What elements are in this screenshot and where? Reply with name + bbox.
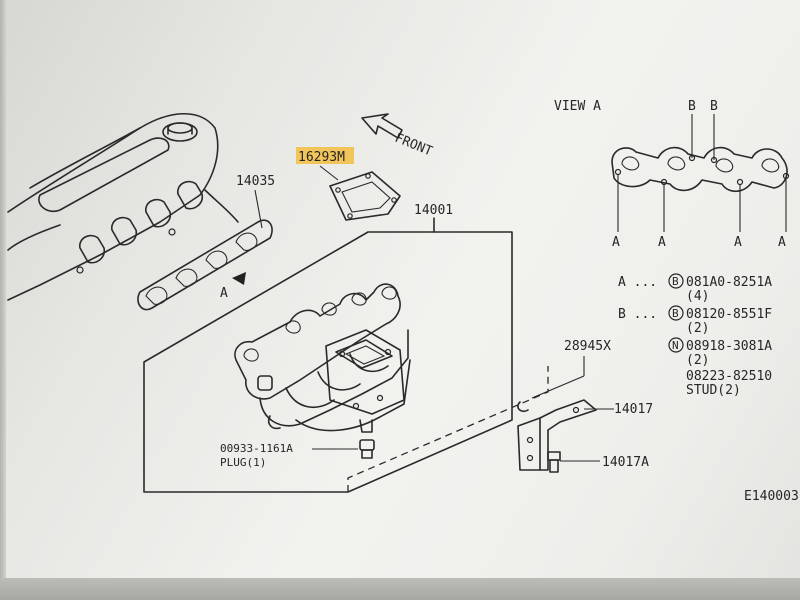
legend-b-part: 08120-8551F [686,307,772,322]
view-a-gasket [611,146,790,193]
bracket [517,399,597,471]
view-a-b2: B [710,99,718,114]
legend-n-circle: N [672,339,679,352]
view-a-a3: A [734,235,742,250]
label-a-marker: A [220,286,228,301]
label-plug-number: 00933-1161A [220,442,293,455]
cylinder-head [7,112,239,301]
label-16293m: 16293M [298,150,345,165]
monitor-bottom-bezel [0,578,800,600]
legend-a-part: 081A0-8251A [686,275,772,290]
front-arrow-icon [361,113,403,139]
legend-stud-label: STUD(2) [686,383,741,398]
view-a-title: VIEW A [554,99,601,114]
label-14017: 14017 [614,402,653,417]
view-a-a1: A [612,235,620,250]
label-front: FRONT [393,131,435,160]
bolt [547,451,561,473]
view-a-a4: A [778,235,786,250]
legend-a-circle: B [672,275,679,288]
legend-a-qty: (4) [686,289,709,304]
legend-stud-part: 08223-82510 [686,369,772,384]
view-a-b1: B [688,99,696,114]
part-highlight [296,147,354,164]
figure-code: E140003 [744,489,799,504]
legend-a-key: A ... [618,275,657,290]
legend-n-part: 08918-3081A [686,339,772,354]
legend-b-circle: B [672,307,679,320]
view-a-arrow-icon [232,272,246,285]
manifold-gasket: 14035 [137,174,275,311]
fastener-legend: A ... B 081A0-8251A (4) B ... B 08120-85… [618,273,772,398]
intake-manifold [234,283,411,433]
legend-b-qty: (2) [686,321,709,336]
legend-n-qty: (2) [686,353,709,368]
label-28945x: 28945X [564,339,611,354]
label-14017a: 14017A [602,455,649,470]
label-14001: 14001 [414,203,453,218]
throttle-gasket [329,171,401,221]
view-a-a2: A [658,235,666,250]
label-14035: 14035 [236,174,275,189]
monitor-left-bezel [0,0,6,600]
legend-b-key: B ... [618,307,657,322]
plug [312,439,375,459]
dashed-leader [347,366,549,492]
label-plug: PLUG(1) [220,456,266,469]
